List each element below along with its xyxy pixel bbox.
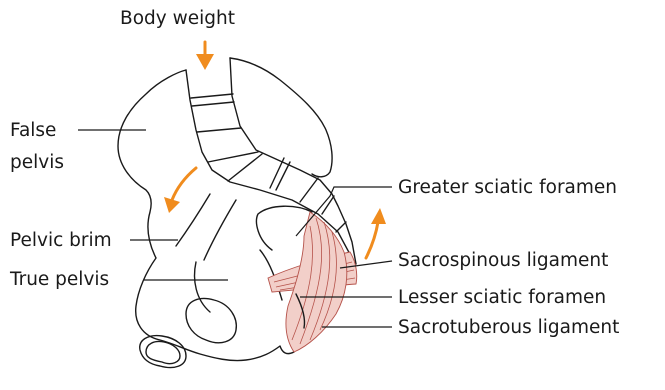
label-true-pelvis: True pelvis xyxy=(9,269,109,290)
sacrum-outline-right xyxy=(230,58,356,264)
label-greater-sciatic-foramen: Greater sciatic foramen xyxy=(398,177,617,198)
label-sacrotuberous-ligament: Sacrotuberous ligament xyxy=(398,317,619,338)
label-lesser-sciatic-foramen: Lesser sciatic foramen xyxy=(398,287,606,308)
iliac-crest-outline xyxy=(230,58,332,177)
false-to-true-pelvis-arrow xyxy=(164,168,196,213)
obturator-foramen xyxy=(186,299,236,343)
body-weight-arrow xyxy=(196,42,214,70)
sacral-segments xyxy=(191,94,346,232)
label-false-pelvis-line2: pelvis xyxy=(10,152,64,173)
pelvic-brim-line xyxy=(176,194,210,246)
sacral-rotation-arrow xyxy=(366,208,386,258)
label-false-pelvis-line1: False xyxy=(10,120,56,141)
ischial-inner-curve xyxy=(195,262,210,312)
ilium-outline xyxy=(118,70,294,361)
label-sacrospinous-ligament: Sacrospinous ligament xyxy=(398,250,608,271)
label-body-weight: Body weight xyxy=(120,8,235,29)
true-pelvis-inner-line xyxy=(204,200,236,260)
label-pelvic-brim: Pelvic brim xyxy=(10,230,112,251)
